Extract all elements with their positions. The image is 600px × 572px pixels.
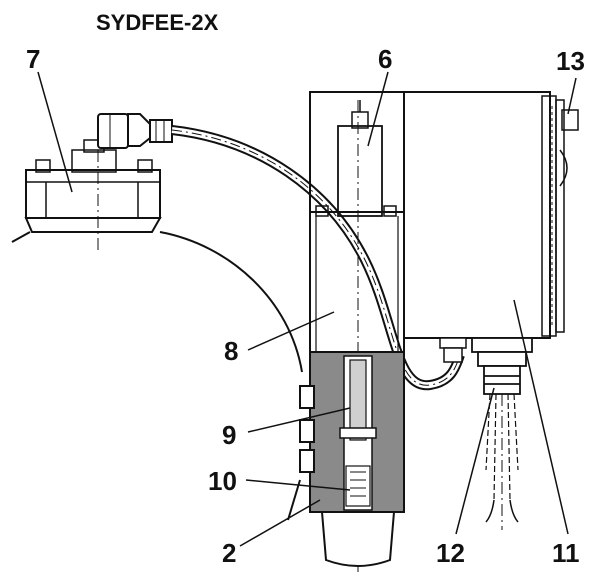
component-9-lower-block bbox=[287, 351, 405, 521]
leader-9 bbox=[247, 407, 351, 433]
callout-12: 12 bbox=[436, 538, 465, 568]
callout-8: 8 bbox=[224, 336, 238, 366]
leader-13 bbox=[567, 77, 577, 115]
callout-9: 9 bbox=[222, 420, 236, 450]
leader-lines bbox=[37, 71, 577, 547]
cable-gland-left bbox=[439, 337, 467, 363]
component-7-housing bbox=[11, 128, 162, 252]
leader-2 bbox=[239, 499, 321, 547]
component-12-connector bbox=[471, 337, 533, 530]
cable bbox=[171, 125, 465, 391]
callout-6: 6 bbox=[378, 44, 392, 74]
leader-7 bbox=[37, 71, 73, 193]
component-11-housing bbox=[403, 91, 579, 339]
callout-2: 2 bbox=[222, 538, 236, 568]
leader-6 bbox=[367, 71, 389, 147]
component-8-valve-body bbox=[309, 100, 405, 572]
component-2-tube bbox=[320, 511, 396, 567]
mounting-bracket bbox=[159, 231, 303, 373]
callout-7: 7 bbox=[26, 44, 40, 74]
callout-11: 11 bbox=[552, 538, 580, 568]
callout-13: 13 bbox=[556, 46, 585, 76]
leader-10 bbox=[245, 479, 351, 491]
leader-11 bbox=[513, 299, 569, 535]
cable-plug bbox=[97, 113, 173, 149]
leader-12 bbox=[455, 387, 495, 535]
leader-8 bbox=[247, 311, 335, 351]
callout-10: 10 bbox=[208, 466, 237, 496]
diagram-title: SYDFEE-2X bbox=[96, 10, 219, 35]
